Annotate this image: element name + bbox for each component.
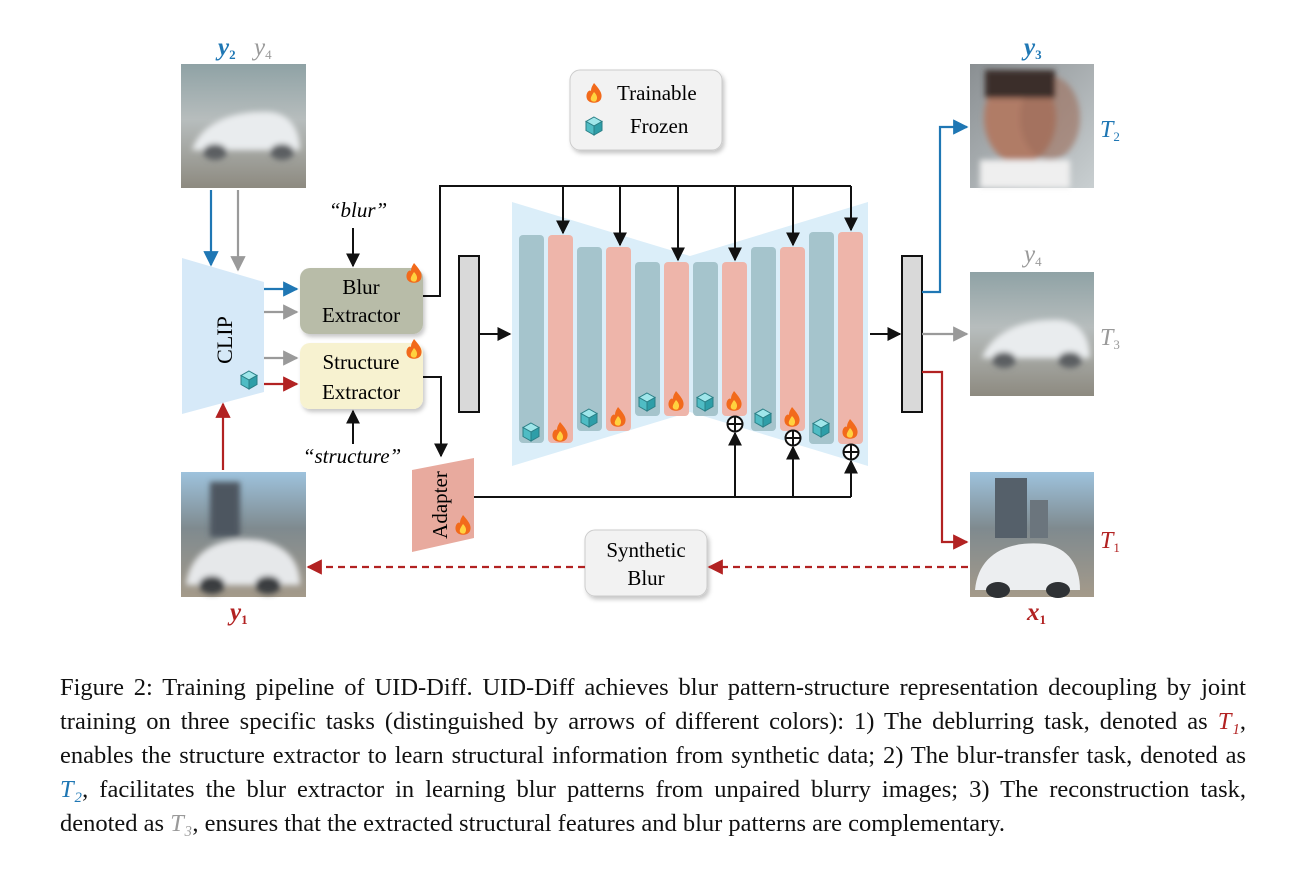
structure-extractor-label-1: Structure: [323, 350, 400, 374]
cube-icon: [240, 370, 258, 390]
unet-trainable-bar: [664, 262, 689, 416]
output-block: [901, 255, 923, 413]
add-icon: [784, 429, 802, 447]
image-y1-street-blurry: [181, 472, 306, 597]
input-block: [458, 255, 480, 413]
figure-caption: Figure 2: Training pipeline of UID-Diff.…: [60, 673, 1246, 837]
unet-frozen-bar: [519, 235, 544, 443]
cube-icon: [638, 392, 656, 412]
legend-frozen-label: Frozen: [630, 114, 689, 138]
structure-extractor: Structure Extractor: [300, 339, 423, 409]
unet-frozen-bar: [635, 262, 660, 416]
synthetic-blur-label-1: Synthetic: [606, 538, 685, 562]
arrows-gray: [230, 190, 969, 366]
arrows-blue: [203, 119, 969, 297]
image-y4-car-blurry: [970, 272, 1094, 396]
image-y3-face-blurry: [970, 64, 1094, 188]
adapter-label: Adapter: [428, 471, 452, 539]
prompt-blur: “blur”: [329, 198, 387, 222]
unet-trainable-bar: [838, 232, 863, 444]
blur-extractor: Blur Extractor: [300, 263, 423, 334]
label-x1: x1: [1026, 599, 1046, 627]
cube-icon: [580, 408, 598, 428]
arrows-red: [215, 370, 969, 575]
label-T1: T1: [1100, 528, 1120, 555]
legend: Trainable Frozen: [569, 69, 723, 151]
synthetic-blur-label-2: Blur: [627, 566, 664, 590]
unet-trainable-bar: [780, 247, 805, 431]
arrows-black: [346, 185, 902, 498]
cube-icon: [812, 418, 830, 438]
unet-frozen-bar: [693, 262, 718, 416]
unet-trainable-bar: [548, 235, 573, 443]
unet-trainable-bar: [606, 247, 631, 431]
label-T2: T2: [1100, 117, 1120, 144]
image-x1-street-sharp: [970, 472, 1094, 598]
label-T3: T3: [1100, 325, 1120, 352]
cube-icon: [754, 408, 772, 428]
unet: [512, 202, 868, 466]
prompt-structure: “structure”: [303, 444, 401, 468]
label-y4-right: y4: [1021, 241, 1042, 269]
structure-extractor-label-2: Extractor: [322, 380, 400, 404]
fire-icon: [406, 339, 422, 359]
label-y3: y3: [1021, 34, 1042, 62]
unet-frozen-bar: [751, 247, 776, 431]
legend-trainable-label: Trainable: [617, 81, 697, 105]
training-pipeline-diagram: y2 y4 y3 y4 y1 x1 T2 T3 T1 Trainable Fro…: [181, 34, 1120, 627]
blur-extractor-label-2: Extractor: [322, 303, 400, 327]
image-y2-car-blurry: [181, 64, 306, 188]
synthetic-blur: Synthetic Blur: [584, 529, 708, 597]
label-y2: y2: [215, 34, 236, 62]
caption-T3: T₃: [170, 809, 193, 837]
unet-frozen-bar: [577, 247, 602, 431]
unet-frozen-bar: [809, 232, 834, 444]
adapter: Adapter: [412, 458, 474, 552]
blur-extractor-label-1: Blur: [342, 275, 379, 299]
clip-label: CLIP: [212, 316, 237, 364]
fire-icon: [406, 263, 422, 283]
add-icon: [842, 443, 860, 461]
caption-T2: T₂: [60, 775, 83, 803]
add-icon: [726, 415, 744, 433]
cube-icon: [522, 422, 540, 442]
label-y4-left: y4: [251, 34, 272, 62]
clip-encoder: CLIP: [182, 258, 264, 414]
caption-T1: T₁: [1217, 707, 1240, 735]
cube-icon: [696, 392, 714, 412]
cube-icon: [585, 116, 603, 136]
label-y1: y1: [227, 599, 248, 627]
unet-trainable-bar: [722, 262, 747, 416]
